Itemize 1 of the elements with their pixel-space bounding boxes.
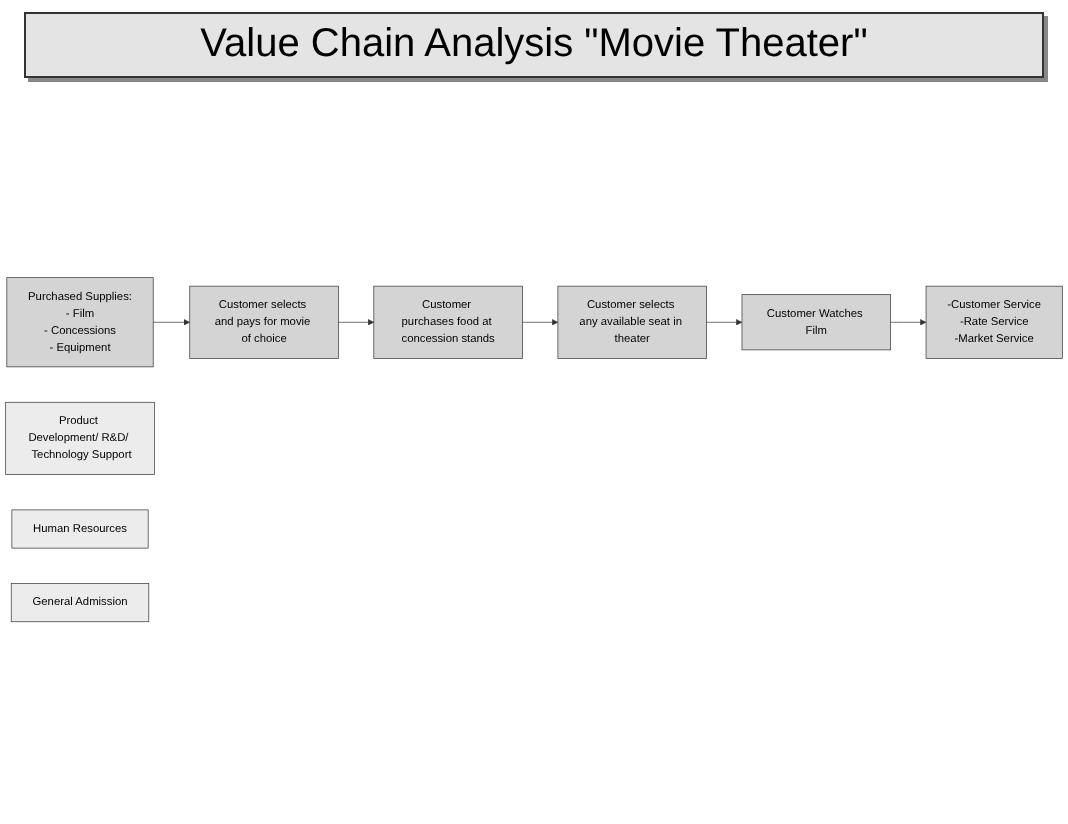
title: Value Chain Analysis "Movie Theater": [24, 12, 1044, 78]
